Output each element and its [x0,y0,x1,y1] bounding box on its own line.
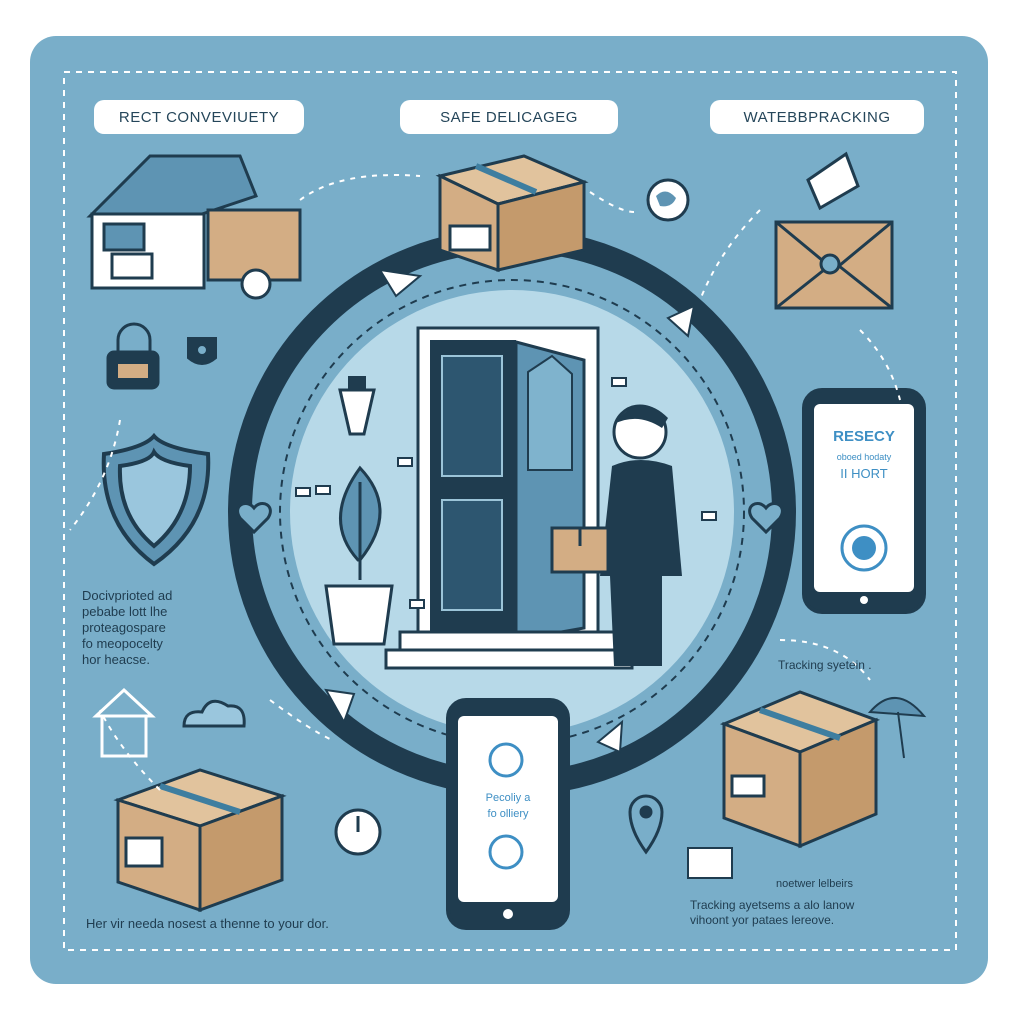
package-icon-bottom-right [719,690,881,849]
left-note-line: pebabe lott lhe [82,604,168,619]
header-label-left: RECT CONVEVIUETY [94,100,304,134]
bottom-right-caption: Tracking ayetsems a alo lanow vihoont yo… [690,898,940,928]
right-phone-line1: oboed hodaty [836,452,892,462]
clock-icon [334,808,382,856]
right-phone-line2: II HORT [840,466,888,481]
left-note: Docivprioted ad pebabe lott lhe proteago… [82,588,232,668]
doorstep-scene [295,326,717,670]
home-outline-icon [92,687,156,758]
center-phone-line1: Pecoliy a [485,792,531,804]
lock-icon [106,322,160,390]
dashed-border [63,71,957,951]
header-label-center: SAFE DELICAGEG [400,100,618,134]
package-icon-top [435,154,589,273]
tracking-label: Tracking syetein . [778,658,872,672]
bottom-right-caption-line: Tracking ayetsems a alo lanow [690,898,855,912]
left-note-line: fo meopocelty [82,636,163,651]
bottom-right-caption-line: vihoont yor pataes lereove. [690,913,835,927]
heart-icon [236,502,784,535]
dashed-connectors [69,174,901,791]
envelope-icon [774,151,894,310]
cycle-arrow-icon [324,268,696,754]
left-note-line: hor heacse. [82,652,150,667]
left-note-line: Docivprioted ad [82,588,173,603]
left-note-line: proteagospare [82,620,166,635]
right-phone-device [802,388,926,614]
notice-label: noetwer lelbeirs [776,878,854,890]
header-label-right: WATEBBPRACKING [710,100,924,134]
cloud-icon [182,699,246,728]
package-icon-bottom-left [113,768,287,913]
umbrella-icon [867,696,927,759]
right-phone-title: RESECY [833,428,895,445]
globe-icon [646,178,690,222]
note-card-icon [687,847,733,879]
location-pin-icon [628,794,664,855]
center-phone-device [446,698,570,930]
center-phone-line2: fo olliery [487,808,529,820]
shield-small-icon [187,337,217,365]
bottom-left-caption: Her vir needa nosest a thenne to your do… [86,916,329,931]
shield-icon [101,432,211,567]
house-truck-icon [86,154,302,300]
